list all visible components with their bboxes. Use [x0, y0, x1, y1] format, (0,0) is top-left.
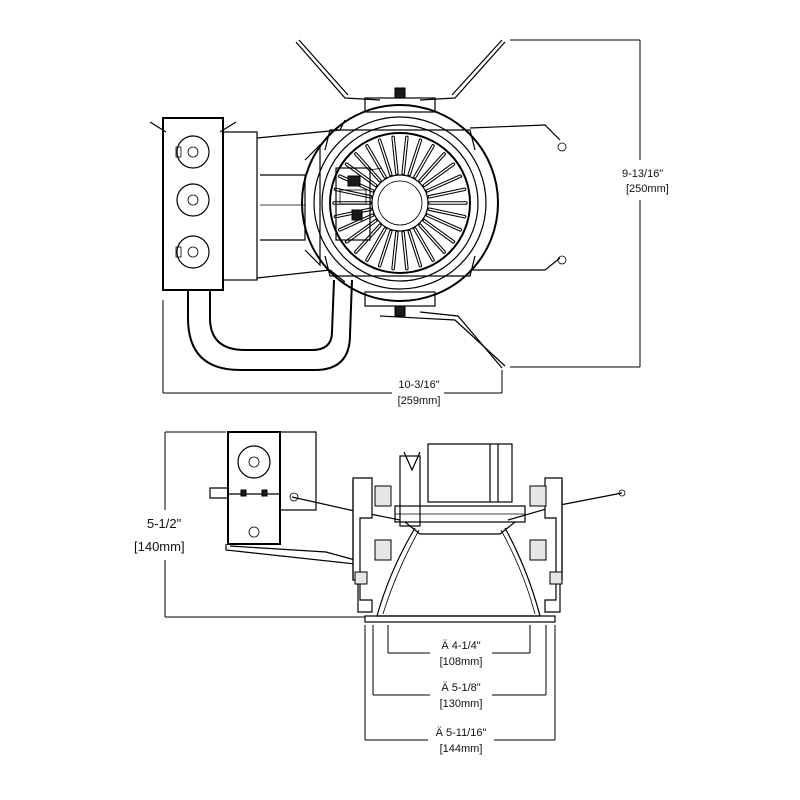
heat-sink-fin-highlight [402, 136, 408, 174]
aperture-dim-1-metric: [108mm] [440, 656, 483, 668]
knockout-icon [175, 135, 210, 169]
side-height-imperial: 5-1/2" [147, 516, 182, 531]
aperture-dim-3-metric: [144mm] [440, 743, 483, 755]
side-height-metric: [140mm] [134, 539, 185, 554]
bracket-bottom [364, 291, 436, 307]
aperture-dimensions: Ä 4-1/4" [108mm] Ä 5-1/8" [130mm] Ä 5-11… [364, 625, 556, 755]
top-view: 9-13/16" [250mm] 10-3/16" [259mm] [149, 39, 669, 407]
heat-sink-fin-highlight [414, 145, 434, 178]
heat-sink-fin-highlight [334, 188, 372, 198]
aperture-dim-2-metric: [130mm] [440, 698, 483, 710]
aperture-dim-2-imperial: Ä 5-1/8" [441, 682, 480, 694]
heat-sink-fin-highlight [419, 153, 445, 182]
flex-conduit-inner [209, 279, 335, 351]
heat-sink-fin-highlight [378, 139, 392, 176]
heat-sink-fin-highlight [408, 230, 422, 267]
heat-sink [329, 132, 471, 274]
heat-sink-fin-highlight [366, 145, 386, 178]
junction-box-top [149, 117, 258, 291]
heat-sink-fin-highlight [392, 232, 398, 270]
heat-sink-fin-highlight [366, 228, 386, 261]
side-height-dimension: 5-1/2" [140mm] [134, 431, 365, 618]
spring-clip-icon [557, 255, 567, 265]
heat-sink-fin-highlight [339, 214, 374, 231]
heat-sink-fin-highlight [355, 153, 381, 182]
heat-sink-fin-highlight [355, 224, 381, 253]
plaster-frame [225, 544, 356, 565]
heat-sink-fin-highlight [426, 214, 461, 231]
heat-sink-fin-highlight [426, 175, 461, 192]
side-view: 5-1/2" [140mm] Ä 4-1/4" [108mm] Ä 5-1/8"… [134, 431, 626, 755]
spring-clip-icon [557, 142, 567, 152]
heat-sink-fin-highlight [402, 232, 408, 270]
heat-sink-fin-highlight [423, 163, 455, 187]
top-width-dimension: 10-3/16" [259mm] [162, 300, 503, 407]
top-height-dimension: 9-13/16" [250mm] [510, 39, 669, 368]
heat-sink-fin-highlight [378, 230, 392, 267]
housing-side [352, 477, 563, 613]
trim-flange [364, 615, 556, 623]
housing-top [301, 104, 499, 302]
heat-sink-fin-highlight [345, 219, 377, 243]
heat-sink-fin-highlight [392, 136, 398, 174]
top-height-imperial: 9-13/16" [622, 168, 663, 180]
top-width-imperial: 10-3/16" [398, 379, 439, 391]
bar-hangers-top [295, 39, 561, 369]
aperture-dim-1-imperial: Ä 4-1/4" [441, 640, 480, 652]
aperture-dim-3-imperial: Ä 5-11/16" [436, 727, 487, 739]
top-height-metric: [250mm] [626, 183, 669, 195]
heat-sink-fin-highlight [414, 228, 434, 261]
driver-side [394, 443, 526, 535]
heat-sink-fin-highlight [428, 208, 466, 218]
heat-sink-fin-highlight [423, 219, 455, 243]
top-width-metric: [259mm] [398, 395, 441, 407]
flex-conduit [187, 279, 353, 371]
driver-box-top [335, 167, 383, 241]
heat-sink-fin-highlight [428, 188, 466, 198]
knockout-icon [175, 235, 210, 269]
heat-sink-fin-highlight [408, 139, 422, 176]
reflector [376, 527, 541, 617]
heat-sink-fin-highlight [419, 224, 445, 253]
junction-box-side [209, 431, 317, 545]
mounting-frame [256, 119, 346, 283]
knockout-icon [176, 183, 210, 217]
